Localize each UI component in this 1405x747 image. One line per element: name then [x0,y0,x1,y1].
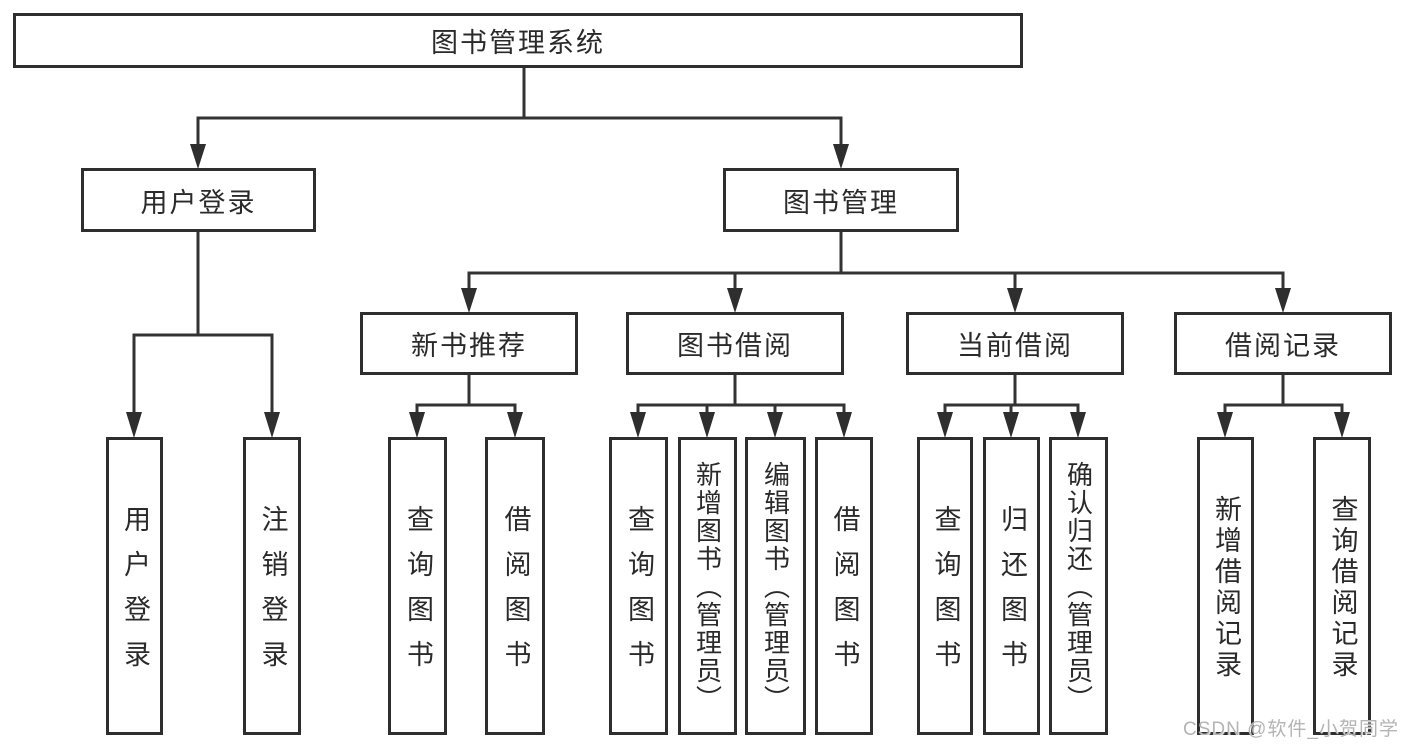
node-label: 借阅图书 [829,505,860,685]
node-leaf-user-login: 用户登录 [106,437,163,735]
node-label: 图书管理 [783,187,899,218]
csdn-watermark: CSDN @软件_小贺同学 [1183,719,1399,740]
node-label: 用户登录 [120,505,150,685]
node-label: 确认归还（管理员） [1063,461,1094,713]
node-leaf-query-borrow-record: 查询借阅记录 [1313,437,1371,735]
node-leaf-edit-books-admin: 编辑图书（管理员） [745,437,806,735]
arrow-down-icons [126,144,1350,438]
node-library-management-system: 图书管理系统 [13,13,1023,68]
node-leaf-add-borrow-record: 新增借阅记录 [1197,437,1254,735]
node-leaf-return-books: 归还图书 [983,437,1040,735]
node-leaf-add-books-admin: 新增图书（管理员） [678,437,737,735]
node-borrowing-records: 借阅记录 [1174,312,1392,375]
node-label: 查询图书 [930,505,961,685]
node-label: 归还图书 [997,505,1027,685]
node-label: 查询借阅记录 [1327,495,1358,681]
node-book-borrowing: 图书借阅 [626,312,844,375]
node-label: 图书借阅 [677,331,793,361]
node-label: 用户登录 [140,187,257,218]
node-book-management: 图书管理 [723,168,959,232]
node-label: 编辑图书（管理员） [760,461,791,713]
node-label: 借阅图书 [500,505,531,685]
node-label: 查询图书 [403,505,433,685]
node-user-login: 用户登录 [81,168,316,232]
node-label: 查询图书 [624,505,654,685]
node-label: 新增借阅记录 [1211,495,1241,681]
node-new-book-recommendation: 新书推荐 [360,312,578,375]
node-label: 注销登录 [257,505,288,685]
node-label: 当前借阅 [957,331,1073,361]
node-leaf-recommend-borrow-books: 借阅图书 [485,437,545,735]
node-leaf-recommend-query-books: 查询图书 [388,437,447,735]
node-label: 借阅记录 [1225,331,1341,361]
node-leaf-borrowing-query-books: 查询图书 [609,437,668,735]
node-leaf-current-query-books: 查询图书 [917,437,973,735]
node-label: 图书管理系统 [431,28,605,58]
node-leaf-confirm-return-admin: 确认归还（管理员） [1049,437,1108,735]
node-label: 新增图书（管理员） [692,461,723,713]
node-leaf-borrowing-borrow-books: 借阅图书 [815,437,873,735]
node-label: 新书推荐 [411,331,527,361]
node-leaf-logout: 注销登录 [243,437,301,735]
node-current-borrowing: 当前借阅 [906,312,1124,375]
